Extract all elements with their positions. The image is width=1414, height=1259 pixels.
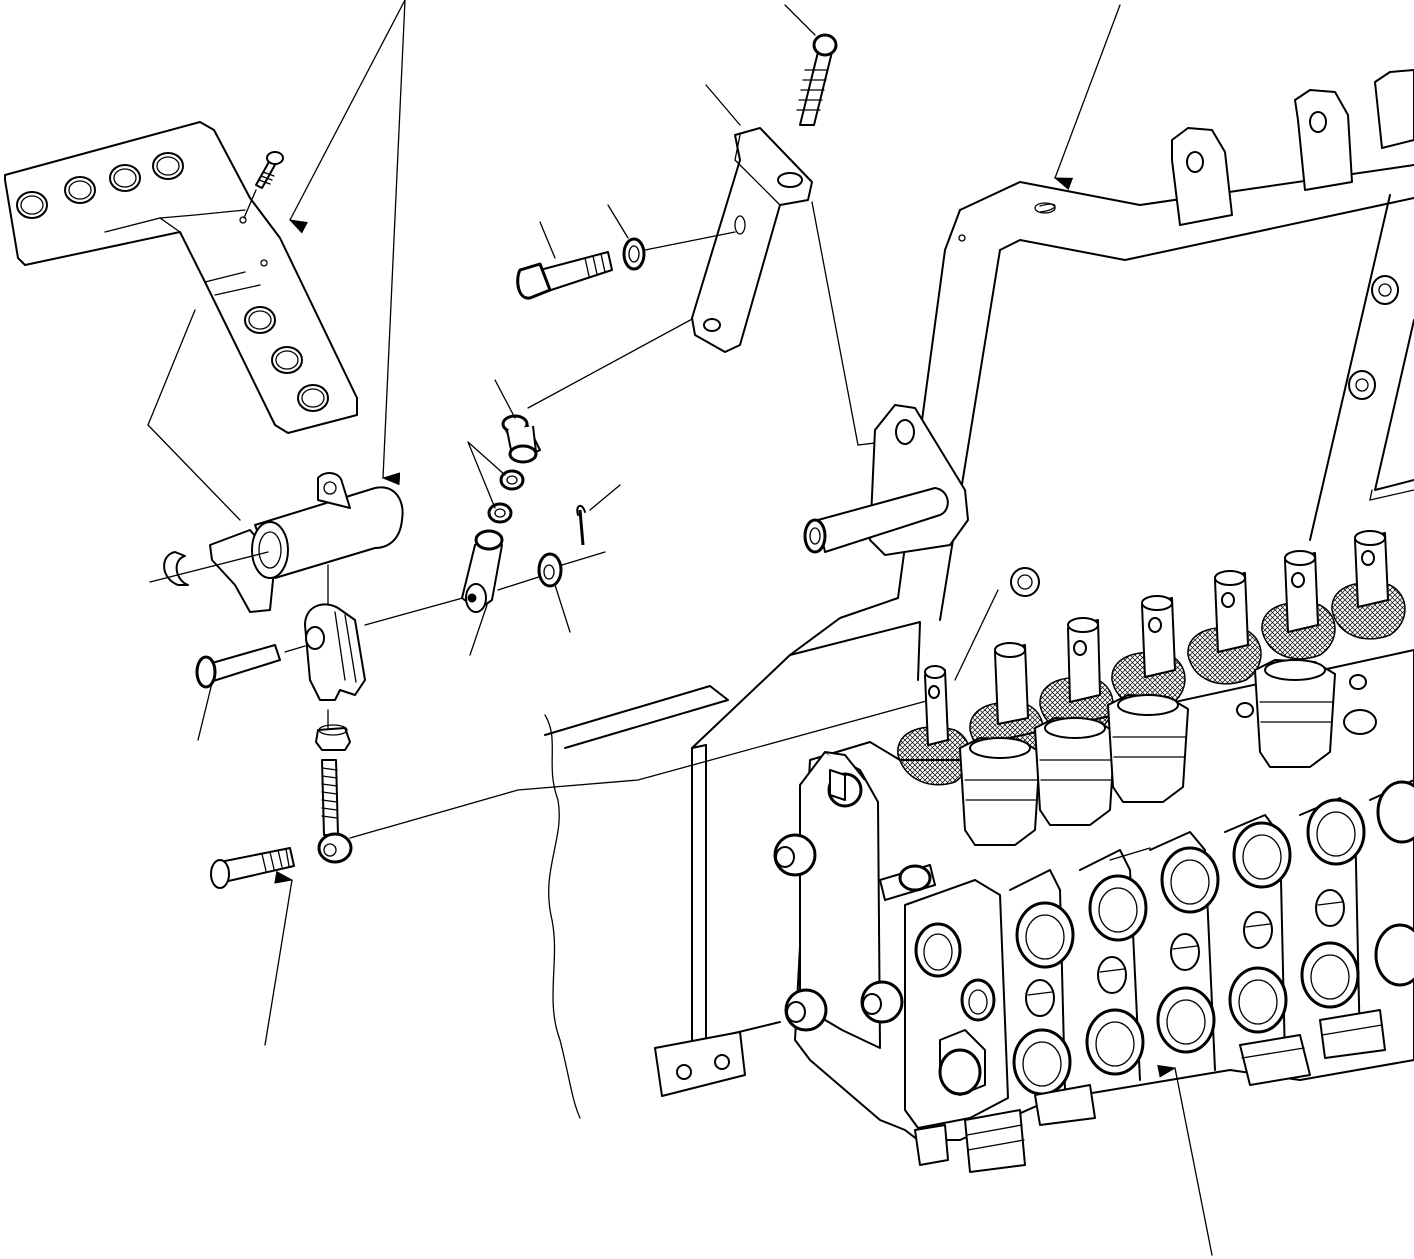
- valve-sections: [1009, 779, 1414, 1096]
- threaded-rod: [317, 759, 353, 864]
- pedal-bracket: [4, 121, 358, 434]
- rod-end-bolt: [210, 847, 295, 889]
- clevis-yoke: [195, 564, 931, 1046]
- control-valve-body: [773, 530, 1414, 1173]
- linkage-parts: [461, 284, 756, 656]
- bracket-holes: [16, 152, 329, 412]
- valve-mounting-frame: [544, 69, 1414, 1119]
- lever-arm: [516, 4, 901, 446]
- jam-nut: [315, 724, 351, 751]
- pedal-shaft-assembly: [147, 309, 404, 613]
- hex-relief-caps: [959, 567, 1377, 846]
- reference-arrows: [288, 0, 1213, 1256]
- small-screw: [243, 151, 284, 219]
- top-bolt: [784, 4, 838, 126]
- spool-stems: [897, 530, 1406, 786]
- lever-bolt: [516, 204, 736, 300]
- clevis-pin: [195, 644, 306, 741]
- bottom-caps: [914, 1009, 1386, 1173]
